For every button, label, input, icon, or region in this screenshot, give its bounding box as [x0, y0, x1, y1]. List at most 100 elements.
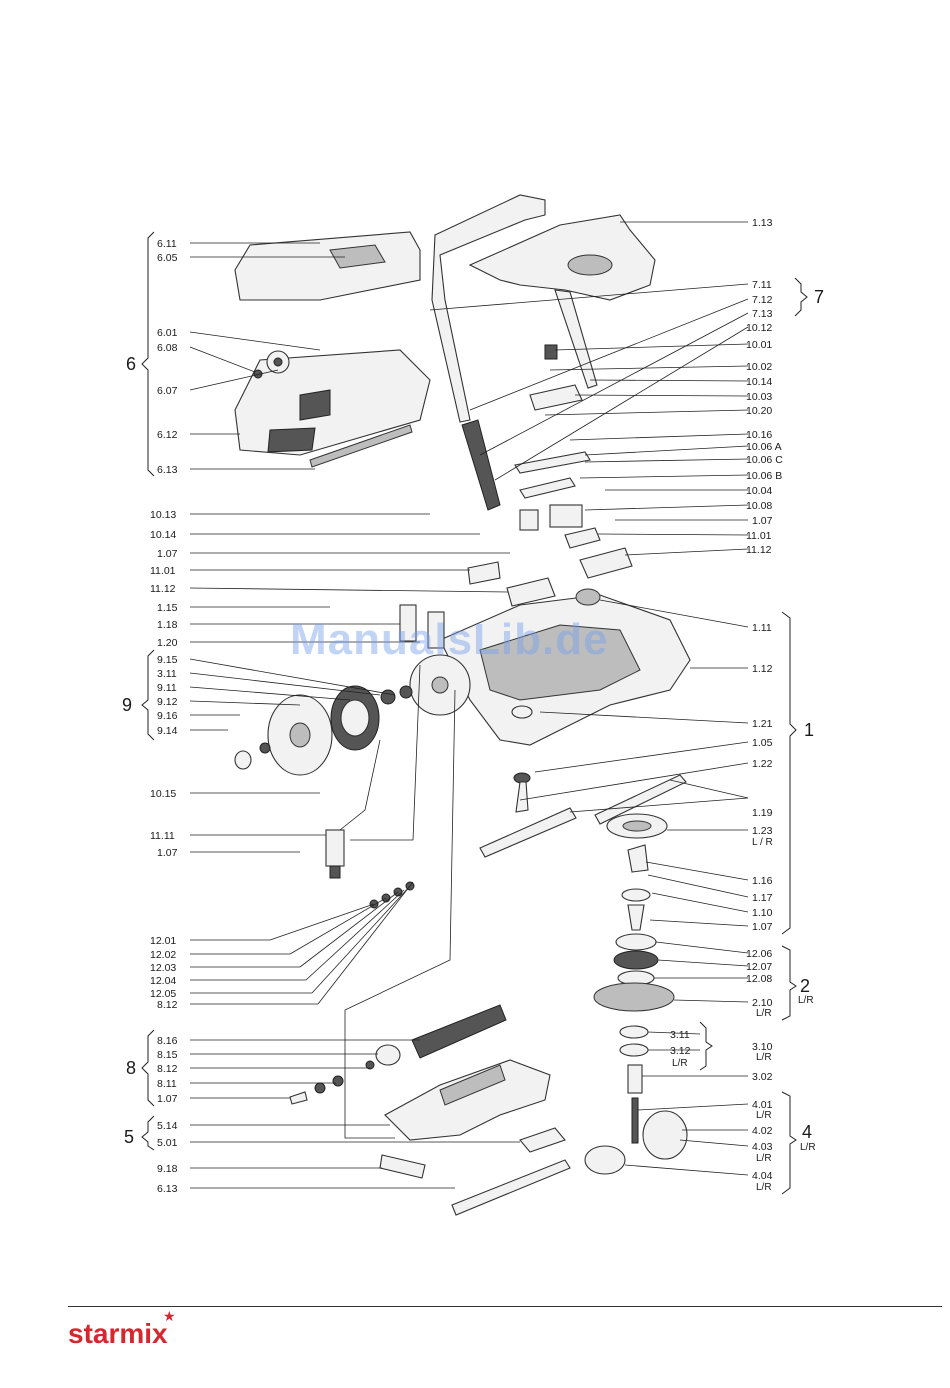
- part-label: 8.16: [157, 1035, 178, 1047]
- part-label: 12.04: [150, 975, 176, 987]
- part-label: 10.06 B: [746, 470, 782, 482]
- group-label-7: 7: [814, 287, 824, 307]
- part-label: 11.12: [746, 544, 772, 556]
- star-icon: ★: [163, 1309, 176, 1325]
- part-label: 10.06 A: [746, 441, 782, 453]
- part-label: 6.11: [157, 238, 177, 250]
- part-label: 3.10: [752, 1041, 773, 1053]
- part-label: 3.02: [752, 1071, 773, 1083]
- part-label: 1.07: [752, 515, 773, 527]
- group-label-5: 5: [124, 1127, 134, 1147]
- part-sublabel: L/R: [756, 1110, 772, 1121]
- part-label: 7.11: [752, 279, 772, 291]
- part-label: 3.11: [157, 668, 177, 680]
- group-label-2: 2: [800, 976, 810, 996]
- left-part-labels: 6.11 6.05 6.01 6.08 6.07 6.12 6.13 10.13…: [150, 238, 178, 1195]
- part-label: 12.02: [150, 949, 176, 961]
- part-label: 1.15: [157, 602, 178, 614]
- group-brackets: [141, 231, 808, 1195]
- part-label: 6.01: [157, 327, 178, 339]
- part-label: 9.12: [157, 696, 178, 708]
- part-label: 10.06 C: [746, 454, 783, 466]
- part-label: 8.12: [157, 999, 178, 1011]
- part-label: 11.11: [150, 830, 175, 842]
- part-label: 8.15: [157, 1049, 178, 1061]
- part-label: 10.12: [746, 322, 772, 334]
- part-label: 8.11: [157, 1078, 177, 1090]
- part-label: 8.12: [157, 1063, 178, 1075]
- part-label: 12.03: [150, 962, 176, 974]
- group-sublabel-4: L/R: [800, 1142, 816, 1153]
- part-label: 10.14: [150, 529, 176, 541]
- part-label: 6.13: [157, 464, 178, 476]
- part-sublabel: L/R: [672, 1058, 688, 1069]
- part-label: 1.13: [752, 217, 773, 229]
- watermark: ManualsLib.de: [290, 615, 609, 664]
- part-label: 4.02: [752, 1125, 773, 1137]
- part-label: 1.17: [752, 892, 773, 904]
- part-label: 2.10: [752, 997, 773, 1009]
- part-label: 12.05: [150, 988, 176, 1000]
- part-label: 1.07: [157, 548, 178, 560]
- part-label: 6.05: [157, 252, 178, 264]
- left-leader-lines: [189, 242, 520, 1189]
- part-sublabel: L/R: [756, 1153, 772, 1164]
- group-label-8: 8: [126, 1058, 136, 1078]
- part-label: 6.13: [157, 1183, 178, 1195]
- part-label: 7.12: [752, 294, 773, 306]
- part-label: 10.02: [746, 361, 772, 373]
- part-label: 5.01: [157, 1137, 178, 1149]
- part-sublabel: L / R: [752, 837, 773, 848]
- part-label: 6.07: [157, 385, 178, 397]
- part-label: 11.01: [746, 530, 772, 542]
- part-label: 10.08: [746, 500, 772, 512]
- part-label: 1.11: [752, 622, 772, 634]
- part-label: 9.16: [157, 710, 178, 722]
- part-label: 6.08: [157, 342, 178, 354]
- part-label: 10.20: [746, 405, 772, 417]
- part-label: 4.04: [752, 1170, 773, 1182]
- part-label: 1.12: [752, 663, 773, 675]
- part-label: 10.16: [746, 429, 772, 441]
- part-label: 10.14: [746, 376, 772, 388]
- part-label: 10.01: [746, 339, 772, 351]
- part-label: 1.05: [752, 737, 773, 749]
- group-label-6: 6: [126, 354, 136, 374]
- part-label: 12.01: [150, 935, 176, 947]
- part-label: 1.07: [157, 847, 178, 859]
- part-label: 9.15: [157, 654, 178, 666]
- part-label: 1.21: [752, 718, 773, 730]
- part-label: 6.12: [157, 429, 178, 441]
- part-label: 9.18: [157, 1163, 178, 1175]
- part-label: 4.03: [752, 1141, 773, 1153]
- right-part-labels: 1.13 7.11 7.12 7.13 10.12 10.01 10.02 10…: [670, 217, 783, 1193]
- part-sublabel: L/R: [756, 1052, 772, 1063]
- part-label: 12.07: [746, 961, 772, 973]
- part-label: 1.07: [752, 921, 773, 933]
- parts-drawing: [234, 194, 691, 1216]
- part-label: 3.12: [670, 1045, 691, 1057]
- part-label: 1.23: [752, 825, 773, 837]
- part-label: 1.20: [157, 637, 178, 649]
- part-label: 1.22: [752, 758, 773, 770]
- part-label: 3.11: [670, 1029, 690, 1041]
- part-label: 1.16: [752, 875, 773, 887]
- part-label: 12.06: [746, 948, 772, 960]
- part-label: 1.18: [157, 619, 178, 631]
- part-label: 1.10: [752, 907, 773, 919]
- part-label: 9.11: [157, 682, 177, 694]
- part-label: 1.19: [752, 807, 773, 819]
- part-label: 9.14: [157, 725, 178, 737]
- brand-logo: starmix: [68, 1318, 168, 1349]
- group-label-4: 4: [802, 1122, 812, 1142]
- part-sublabel: L/R: [756, 1008, 772, 1019]
- part-label: 10.15: [150, 788, 176, 800]
- group-label-9: 9: [122, 695, 132, 715]
- part-label: 12.08: [746, 973, 772, 985]
- part-label: 11.01: [150, 565, 176, 577]
- part-label: 5.14: [157, 1120, 178, 1132]
- group-numbers: 6 7 9 1 2 L/R 8 5 4 L/R: [122, 287, 824, 1153]
- part-label: 7.13: [752, 308, 773, 320]
- part-label: 11.12: [150, 583, 176, 595]
